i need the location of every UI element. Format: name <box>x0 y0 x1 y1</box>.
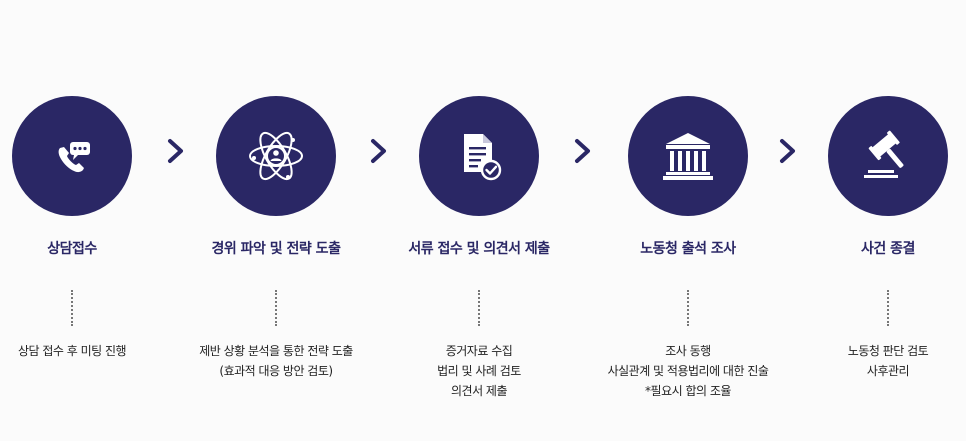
desc-line: 사실관계 및 적용법리에 대한 진술 <box>607 364 769 378</box>
step-title: 상담접수 <box>47 241 97 257</box>
step-documents: 서류 접수 및 의견서 제출 증거자료 수집 법리 및 사례 검토 의견서 제출 <box>379 0 579 441</box>
phone-chat-icon <box>58 142 90 173</box>
desc-line: 조사 동행 <box>665 344 711 358</box>
courthouse-icon <box>663 133 713 180</box>
step-description: 노동청 판단 검토 사후관리 <box>788 341 966 381</box>
step-title: 노동청 출석 조사 <box>640 241 736 257</box>
dotted-connector <box>71 290 73 326</box>
step-title: 사건 종결 <box>861 241 915 257</box>
desc-line: 법리 및 사례 검토 <box>437 364 521 378</box>
chevron-right-icon <box>371 139 386 163</box>
chevron-right-icon <box>780 139 795 163</box>
step-description: 상담 접수 후 미팅 진행 <box>0 341 172 361</box>
document-check-icon <box>464 134 502 181</box>
step-labor-office: 노동청 출석 조사 조사 동행 사실관계 및 적용법리에 대한 진술 *필요시 … <box>588 0 788 441</box>
chevron-right-icon <box>575 139 590 163</box>
desc-line: 사후관리 <box>866 364 910 378</box>
dotted-connector <box>275 290 277 326</box>
step-circle <box>419 96 539 216</box>
step-circle <box>12 96 132 216</box>
step-title: 서류 접수 및 의견서 제출 <box>408 241 550 257</box>
desc-line: 상담 접수 후 미팅 진행 <box>17 344 127 358</box>
desc-line: *필요시 합의 조율 <box>645 384 731 398</box>
chevron-right-icon <box>168 139 183 163</box>
step-circle <box>216 96 336 216</box>
dotted-connector <box>687 290 689 326</box>
step-description: 제반 상황 분석을 통한 전략 도출 (효과적 대응 방안 검토) <box>176 341 376 381</box>
step-case-closed: 사건 종결 노동청 판단 검토 사후관리 <box>788 0 966 441</box>
step-consultation: 상담접수 상담 접수 후 미팅 진행 <box>0 0 172 441</box>
desc-line: 노동청 판단 검토 <box>847 344 929 358</box>
atom-person-icon <box>249 131 303 181</box>
step-description: 증거자료 수집 법리 및 사례 검토 의견서 제출 <box>379 341 579 401</box>
gavel-icon <box>864 130 904 178</box>
step-strategy: 경위 파악 및 전략 도출 제반 상황 분석을 통한 전략 도출 (효과적 대응… <box>176 0 376 441</box>
desc-line: 증거자료 수집 <box>445 344 513 358</box>
step-circle <box>628 96 748 216</box>
dotted-connector <box>478 290 480 326</box>
desc-line: 제반 상황 분석을 통한 전략 도출 <box>199 344 353 358</box>
step-circle <box>828 96 948 216</box>
step-title: 경위 파악 및 전략 도출 <box>211 241 341 257</box>
desc-line: (효과적 대응 방안 검토) <box>219 364 333 378</box>
step-description: 조사 동행 사실관계 및 적용법리에 대한 진술 *필요시 합의 조율 <box>588 341 788 401</box>
desc-line: 의견서 제출 <box>450 384 508 398</box>
dotted-connector <box>887 290 889 326</box>
